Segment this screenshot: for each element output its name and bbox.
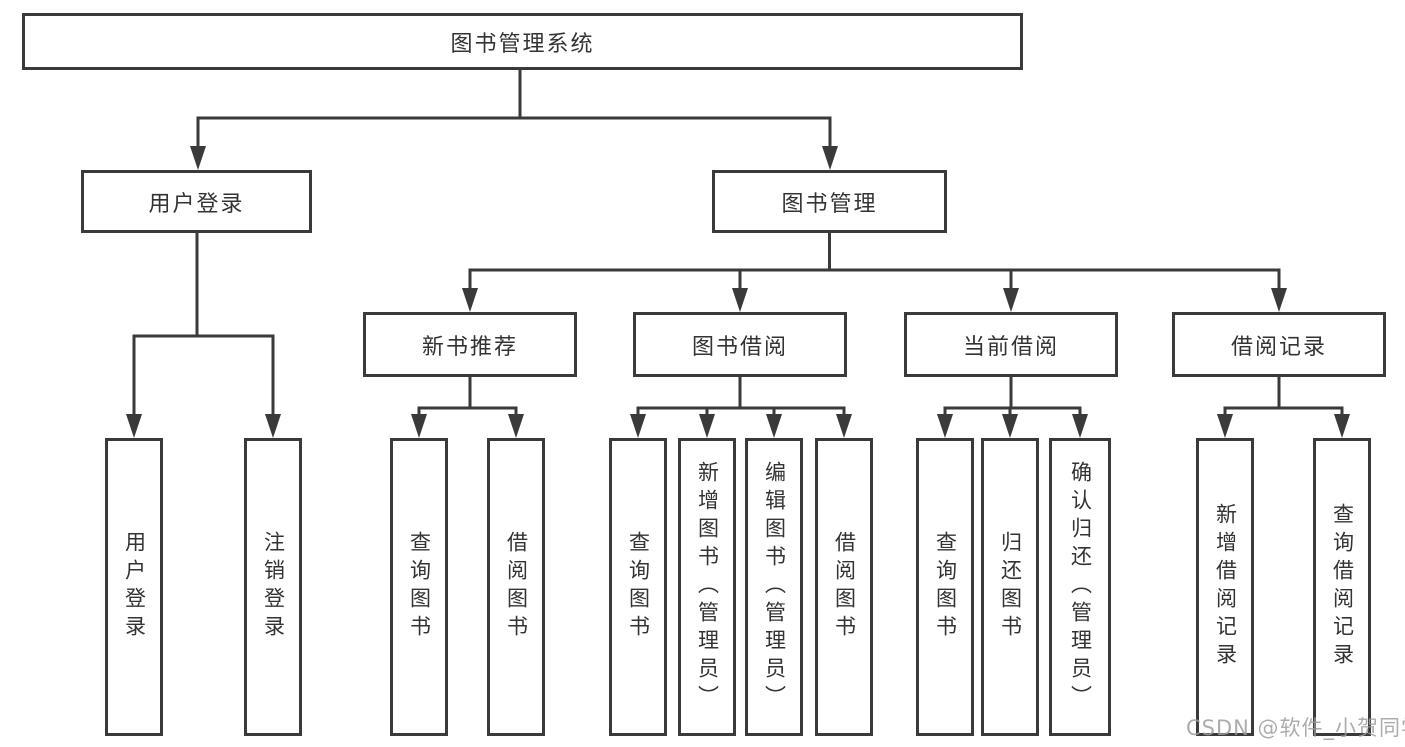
leaf-borrow-books-1-label: 借阅图书 xyxy=(504,531,529,643)
leaf-query-borrow-record: 查询借阅记录 xyxy=(1313,438,1371,736)
leaf-edit-books-admin: 编辑图书（管理员） xyxy=(745,438,803,736)
csdn-watermark: CSDN @软件_小贺同学 xyxy=(1186,716,1405,740)
leaf-user-login-label: 用户登录 xyxy=(122,531,147,643)
leaf-user-login: 用户登录 xyxy=(105,438,163,736)
node-borrowing-records-label: 借阅记录 xyxy=(1230,334,1327,360)
node-library-management-system: 图书管理系统 xyxy=(22,13,1023,70)
node-user-login: 用户登录 xyxy=(81,170,312,233)
node-new-book-recommendation: 新书推荐 xyxy=(363,312,577,377)
leaf-borrow-books-2: 借阅图书 xyxy=(815,438,873,736)
leaf-add-books-admin: 新增图书（管理员） xyxy=(678,438,736,736)
node-book-management-label: 图书管理 xyxy=(781,191,878,217)
node-current-borrowing-label: 当前借阅 xyxy=(962,334,1059,360)
leaf-add-borrow-record: 新增借阅记录 xyxy=(1196,438,1254,736)
node-library-management-system-label: 图书管理系统 xyxy=(450,31,595,57)
leaf-confirm-return-admin: 确认归还（管理员） xyxy=(1049,438,1111,736)
leaf-query-books-3: 查询图书 xyxy=(916,438,974,736)
leaf-query-books-1: 查询图书 xyxy=(390,438,448,736)
node-user-login-label: 用户登录 xyxy=(148,191,245,217)
leaf-borrow-books-2-label: 借阅图书 xyxy=(832,531,857,643)
leaf-borrow-books-1: 借阅图书 xyxy=(487,438,545,736)
leaf-query-books-3-label: 查询图书 xyxy=(933,531,958,643)
node-book-borrowing: 图书借阅 xyxy=(633,312,847,377)
leaf-confirm-return-admin-label: 确认归还（管理员） xyxy=(1068,461,1093,713)
node-current-borrowing: 当前借阅 xyxy=(904,312,1118,377)
leaf-return-books-label: 归还图书 xyxy=(998,531,1023,643)
node-new-book-recommendation-label: 新书推荐 xyxy=(421,334,518,360)
leaf-logout: 注销登录 xyxy=(244,438,302,736)
leaf-add-books-admin-label: 新增图书（管理员） xyxy=(695,461,720,713)
node-book-management: 图书管理 xyxy=(712,170,947,233)
leaf-edit-books-admin-label: 编辑图书（管理员） xyxy=(762,461,787,713)
leaf-query-books-2: 查询图书 xyxy=(609,438,667,736)
leaf-add-borrow-record-label: 新增借阅记录 xyxy=(1213,503,1238,671)
leaf-return-books: 归还图书 xyxy=(981,438,1039,736)
leaf-query-borrow-record-label: 查询借阅记录 xyxy=(1330,503,1355,671)
leaf-query-books-1-label: 查询图书 xyxy=(407,531,432,643)
node-book-borrowing-label: 图书借阅 xyxy=(691,334,788,360)
leaf-logout-label: 注销登录 xyxy=(261,531,286,643)
leaf-query-books-2-label: 查询图书 xyxy=(626,531,651,643)
node-borrowing-records: 借阅记录 xyxy=(1172,312,1386,377)
